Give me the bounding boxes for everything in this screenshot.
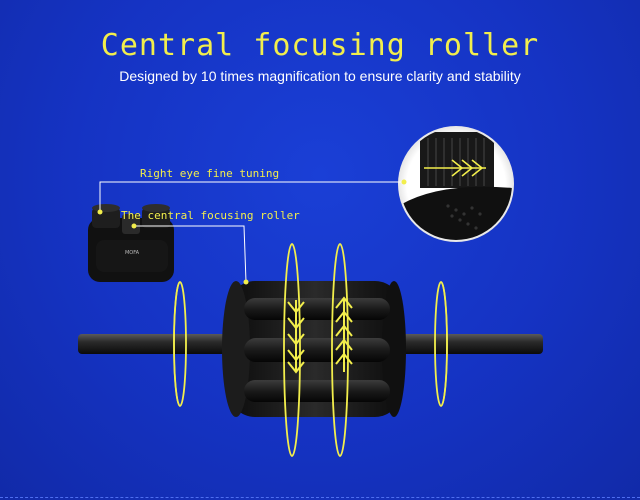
callout-dots [97, 179, 407, 285]
page-subtitle: Designed by 10 times magnification to en… [119, 68, 521, 84]
right-arrows [424, 159, 486, 177]
binocular-image: MOFA [88, 204, 174, 282]
focus-up-arrows [335, 296, 353, 372]
eyepiece-closeup [398, 126, 514, 242]
page-title: Central focusing roller [100, 28, 540, 63]
binocular-brand: MOFA [125, 250, 140, 256]
callout-lines [99, 181, 404, 283]
roller-drum [222, 281, 406, 417]
focus-down-arrows [287, 300, 305, 374]
callout-central-roller: The central focusing roller [121, 209, 300, 222]
callout-right-eye: Right eye fine tuning [140, 167, 280, 180]
bottom-divider [0, 496, 640, 498]
rotation-rings [173, 243, 448, 457]
